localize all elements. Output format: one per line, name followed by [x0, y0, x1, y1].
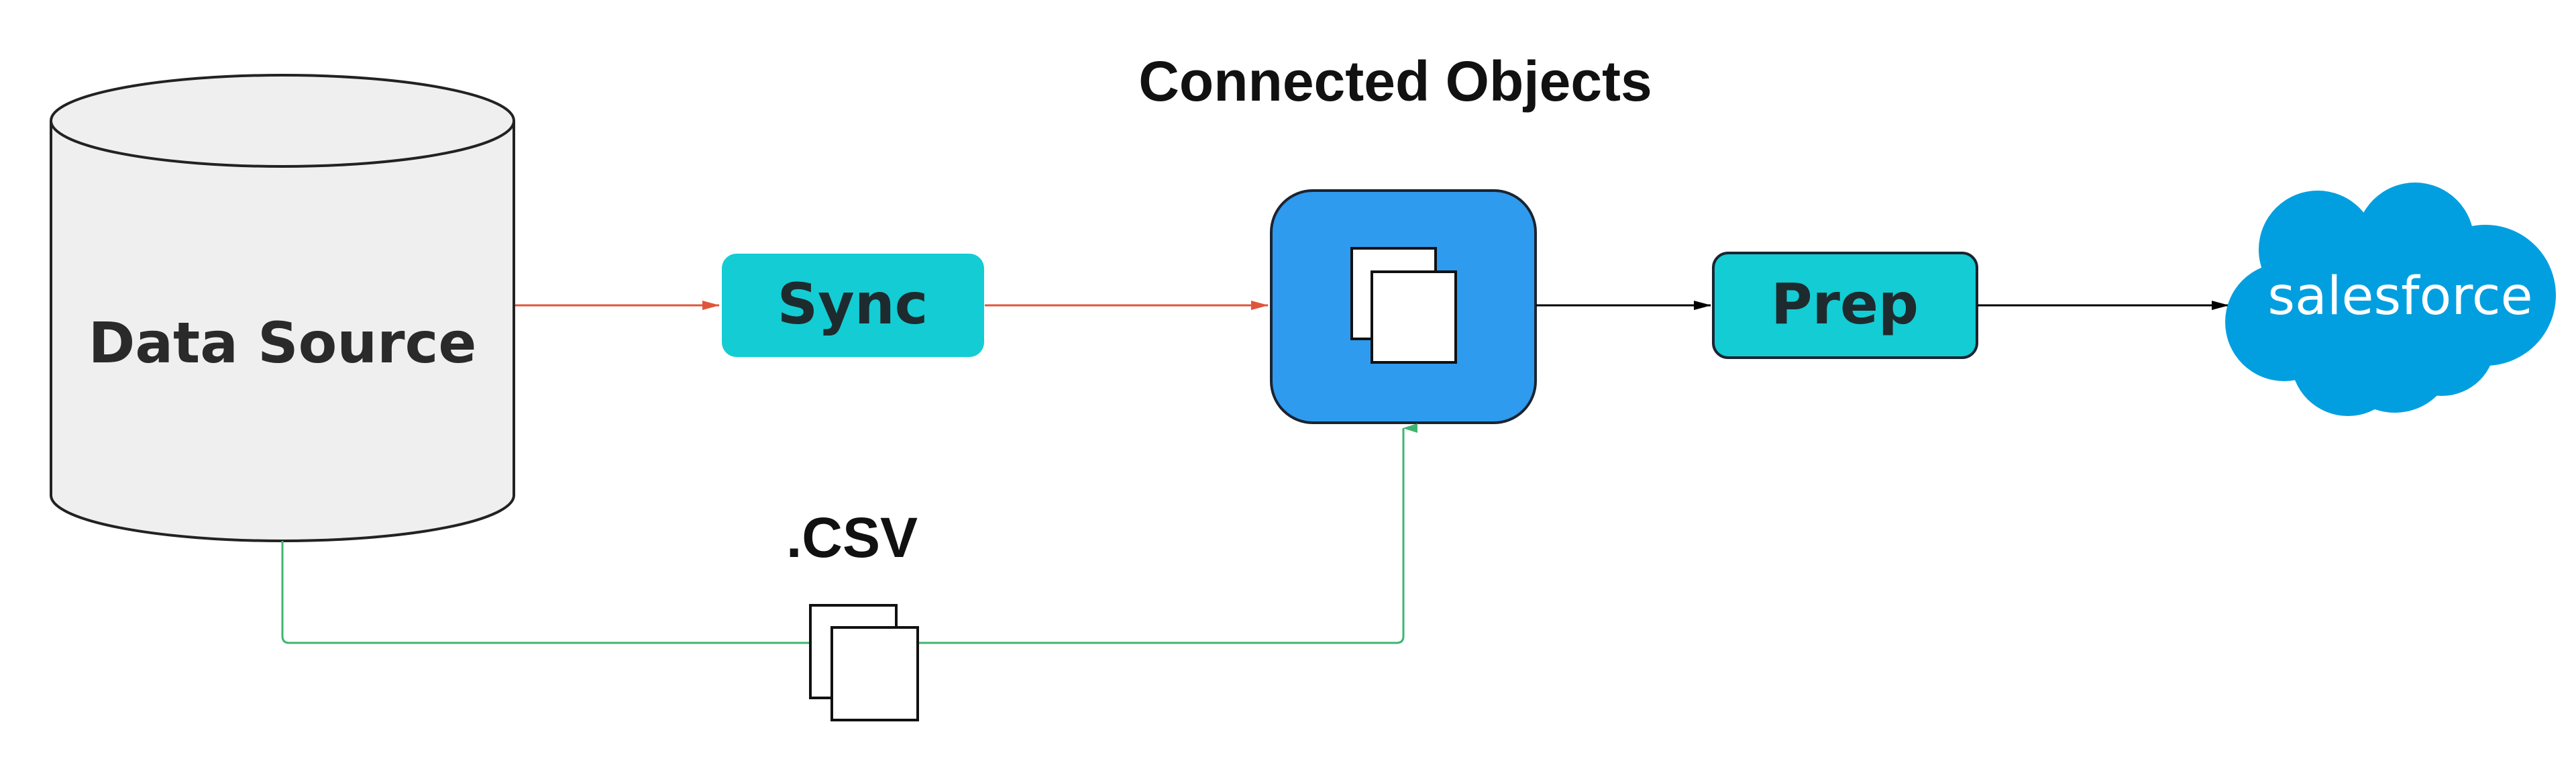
data-source-cylinder-top [50, 74, 515, 168]
csv-label: .CSV [786, 506, 918, 569]
csv-file-icon [809, 604, 919, 721]
prep-box [1712, 252, 1978, 359]
connected-objects-node [1270, 189, 1537, 424]
salesforce-cloud-logo: salesforce [2225, 183, 2556, 416]
prep-label: Prep [1771, 271, 1919, 337]
salesforce-wordmark: salesforce [2267, 266, 2532, 327]
sync-box [722, 254, 984, 357]
copy-icon [1350, 247, 1457, 364]
sync-node: Sync [722, 254, 984, 357]
data-source-label: Data Source [89, 310, 477, 376]
diagram-title: Connected Objects [1138, 50, 1652, 113]
data-source-node: Data Source [50, 74, 515, 542]
sync-label: Sync [777, 271, 928, 337]
prep-node: Prep [1712, 252, 1978, 359]
data-source-cylinder-body [50, 121, 515, 542]
